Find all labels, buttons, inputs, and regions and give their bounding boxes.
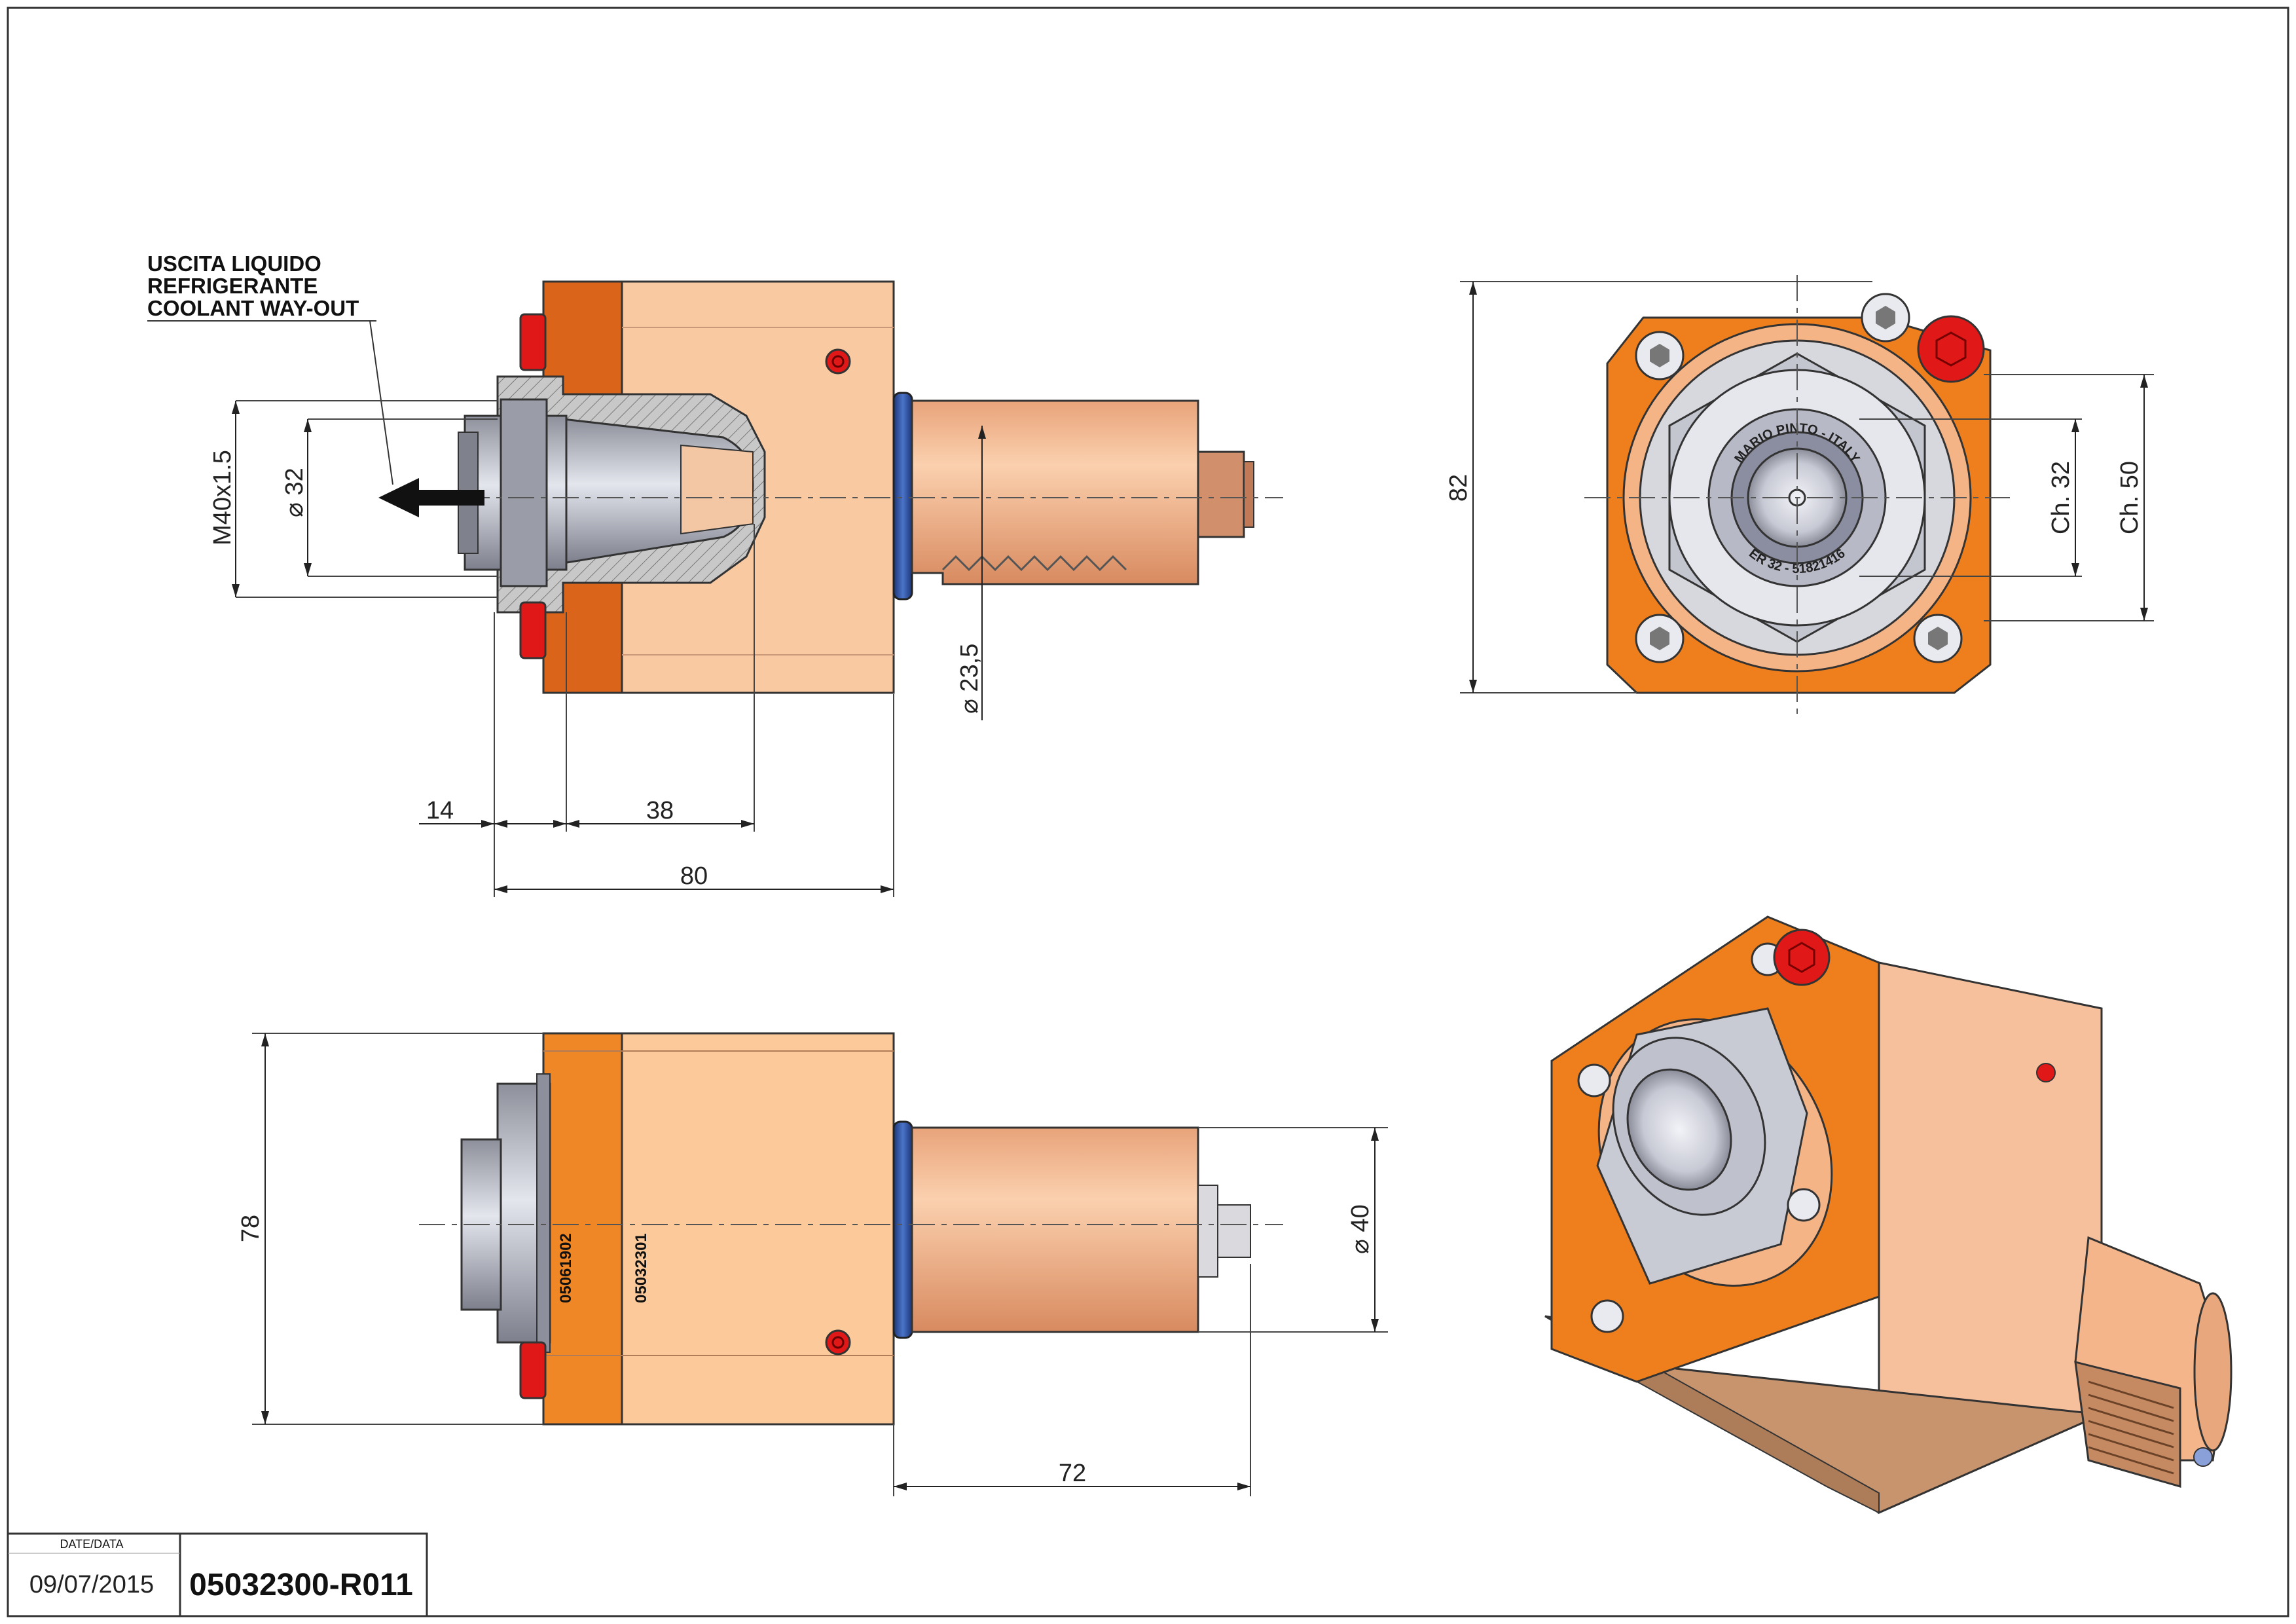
height-78-dimension: 78 <box>237 1215 264 1242</box>
drive-shank <box>911 1126 1199 1333</box>
side-section-view: USCITA LIQUIDO REFRIGERANTE COOLANT WAY-… <box>147 251 1283 897</box>
red-plug-top <box>519 313 547 371</box>
serial-number-1: 05061902 <box>557 1233 575 1303</box>
coolant-note-line2: REFRIGERANTE <box>147 274 318 298</box>
serial-number-2: 05032301 <box>632 1233 650 1303</box>
drawing-code: 05032300-R011 <box>189 1568 413 1602</box>
screw-icon <box>1787 1188 1821 1222</box>
dim-80: 80 <box>680 862 708 890</box>
diameter-40-dimension: ⌀ 40 <box>1347 1204 1374 1254</box>
coolant-port <box>825 1329 851 1356</box>
dim-14: 14 <box>426 797 454 824</box>
screw-icon <box>1913 614 1963 663</box>
drawing-date: 09/07/2015 <box>29 1571 154 1598</box>
isometric-view <box>1544 915 2232 1515</box>
shank-diameter-dimension: ⌀ 23,5 <box>956 644 983 714</box>
iso-bore <box>1626 1068 1732 1191</box>
sheet-border <box>7 7 2289 1617</box>
front-view: MARIO PINTO - ITALY ER 32 - 51821416 82 … <box>1445 275 2154 714</box>
date-label: DATE/DATA <box>60 1538 123 1551</box>
coolant-note-line3: COOLANT WAY-OUT <box>147 296 359 320</box>
red-plug-icon <box>1773 929 1831 986</box>
dim-38: 38 <box>646 797 674 824</box>
coolant-port <box>2036 1063 2056 1082</box>
drive-dog <box>1197 451 1245 538</box>
drive-shank <box>911 399 1199 585</box>
screw-icon <box>1635 614 1685 663</box>
title-block: DATE/DATA 09/07/2015 05032300-R011 <box>7 1532 428 1617</box>
screw-icon <box>1590 1299 1624 1333</box>
screw-icon <box>1861 293 1910 342</box>
length-72-dimension: 72 <box>1059 1460 1086 1487</box>
side-view-2: 05061902 05032301 78 ⌀ 40 72 <box>237 1032 1388 1496</box>
seal-ring <box>892 1120 913 1339</box>
coolant-note-line1: USCITA LIQUIDO <box>147 251 321 276</box>
red-plug-bottom <box>519 601 547 659</box>
coolant-port <box>825 348 851 375</box>
screw-icon <box>1635 331 1685 380</box>
bore-diameter-dimension: ⌀ 32 <box>281 468 308 517</box>
seal-ring <box>892 392 913 600</box>
red-plug-bottom <box>519 1341 547 1399</box>
ch50-dimension: Ch. 50 <box>2116 461 2143 534</box>
red-plug-icon <box>1917 315 1985 383</box>
thread-dimension: M40x1.5 <box>209 450 236 545</box>
screw-icon <box>1577 1063 1611 1098</box>
body-flange <box>542 1032 623 1426</box>
ch32-dimension: Ch. 32 <box>2047 461 2075 534</box>
coolant-arrow <box>378 478 484 517</box>
height-82-dimension: 82 <box>1445 474 1472 502</box>
drive-dog <box>1197 1185 1218 1278</box>
